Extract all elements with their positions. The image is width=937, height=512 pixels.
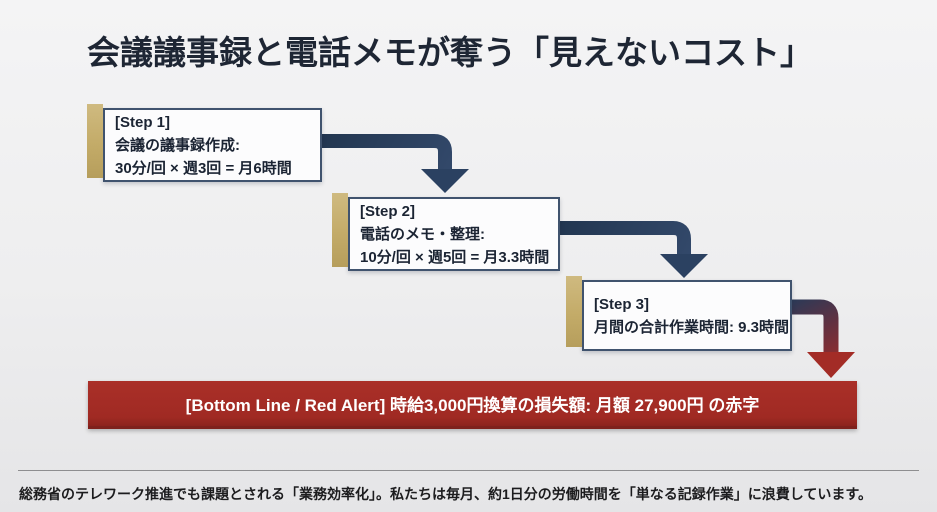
step-1-desc: 会議の議事録作成: <box>115 136 240 154</box>
footer-divider <box>18 470 919 471</box>
step-1-label: [Step 1] <box>115 113 171 131</box>
step-1-box: [Step 1] 会議の議事録作成: 30分/回 × 週3回 = 月6時間 <box>87 104 322 182</box>
step-2-desc: 電話のメモ・整理: <box>360 225 485 243</box>
step-2-box: [Step 2] 電話のメモ・整理: 10分/回 × 週5回 = 月3.3時間 <box>332 193 560 271</box>
gold-accent-bar <box>332 193 348 267</box>
bottom-line-banner: [Bottom Line / Red Alert] 時給3,000円換算の損失額… <box>88 381 857 429</box>
step-1-calc: 30分/回 × 週3回 = 月6時間 <box>115 159 292 177</box>
step3-to-bottom-line-arrow <box>792 299 855 378</box>
bottom-line-text: [Bottom Line / Red Alert] 時給3,000円換算の損失額… <box>185 396 760 415</box>
step2-to-step3-arrow <box>560 221 708 278</box>
step-3-label: [Step 3] <box>594 295 650 313</box>
footer-note: 総務省のテレワーク推進でも課題とされる「業務効率化」。私たちは毎月、約1日分の労… <box>19 486 872 502</box>
step-3-box: [Step 3] 月間の合計作業時間: 9.3時間 <box>566 276 792 351</box>
step-2-label: [Step 2] <box>360 202 416 220</box>
step-3-desc: 月間の合計作業時間: 9.3時間 <box>594 318 790 336</box>
page-title: 会議議事録と電話メモが奪う「見えないコスト」 <box>87 34 813 71</box>
step-2-calc: 10分/回 × 週5回 = 月3.3時間 <box>360 248 550 266</box>
step1-to-step2-arrow <box>322 134 469 193</box>
gold-accent-bar <box>566 276 582 347</box>
gold-accent-bar <box>87 104 103 178</box>
